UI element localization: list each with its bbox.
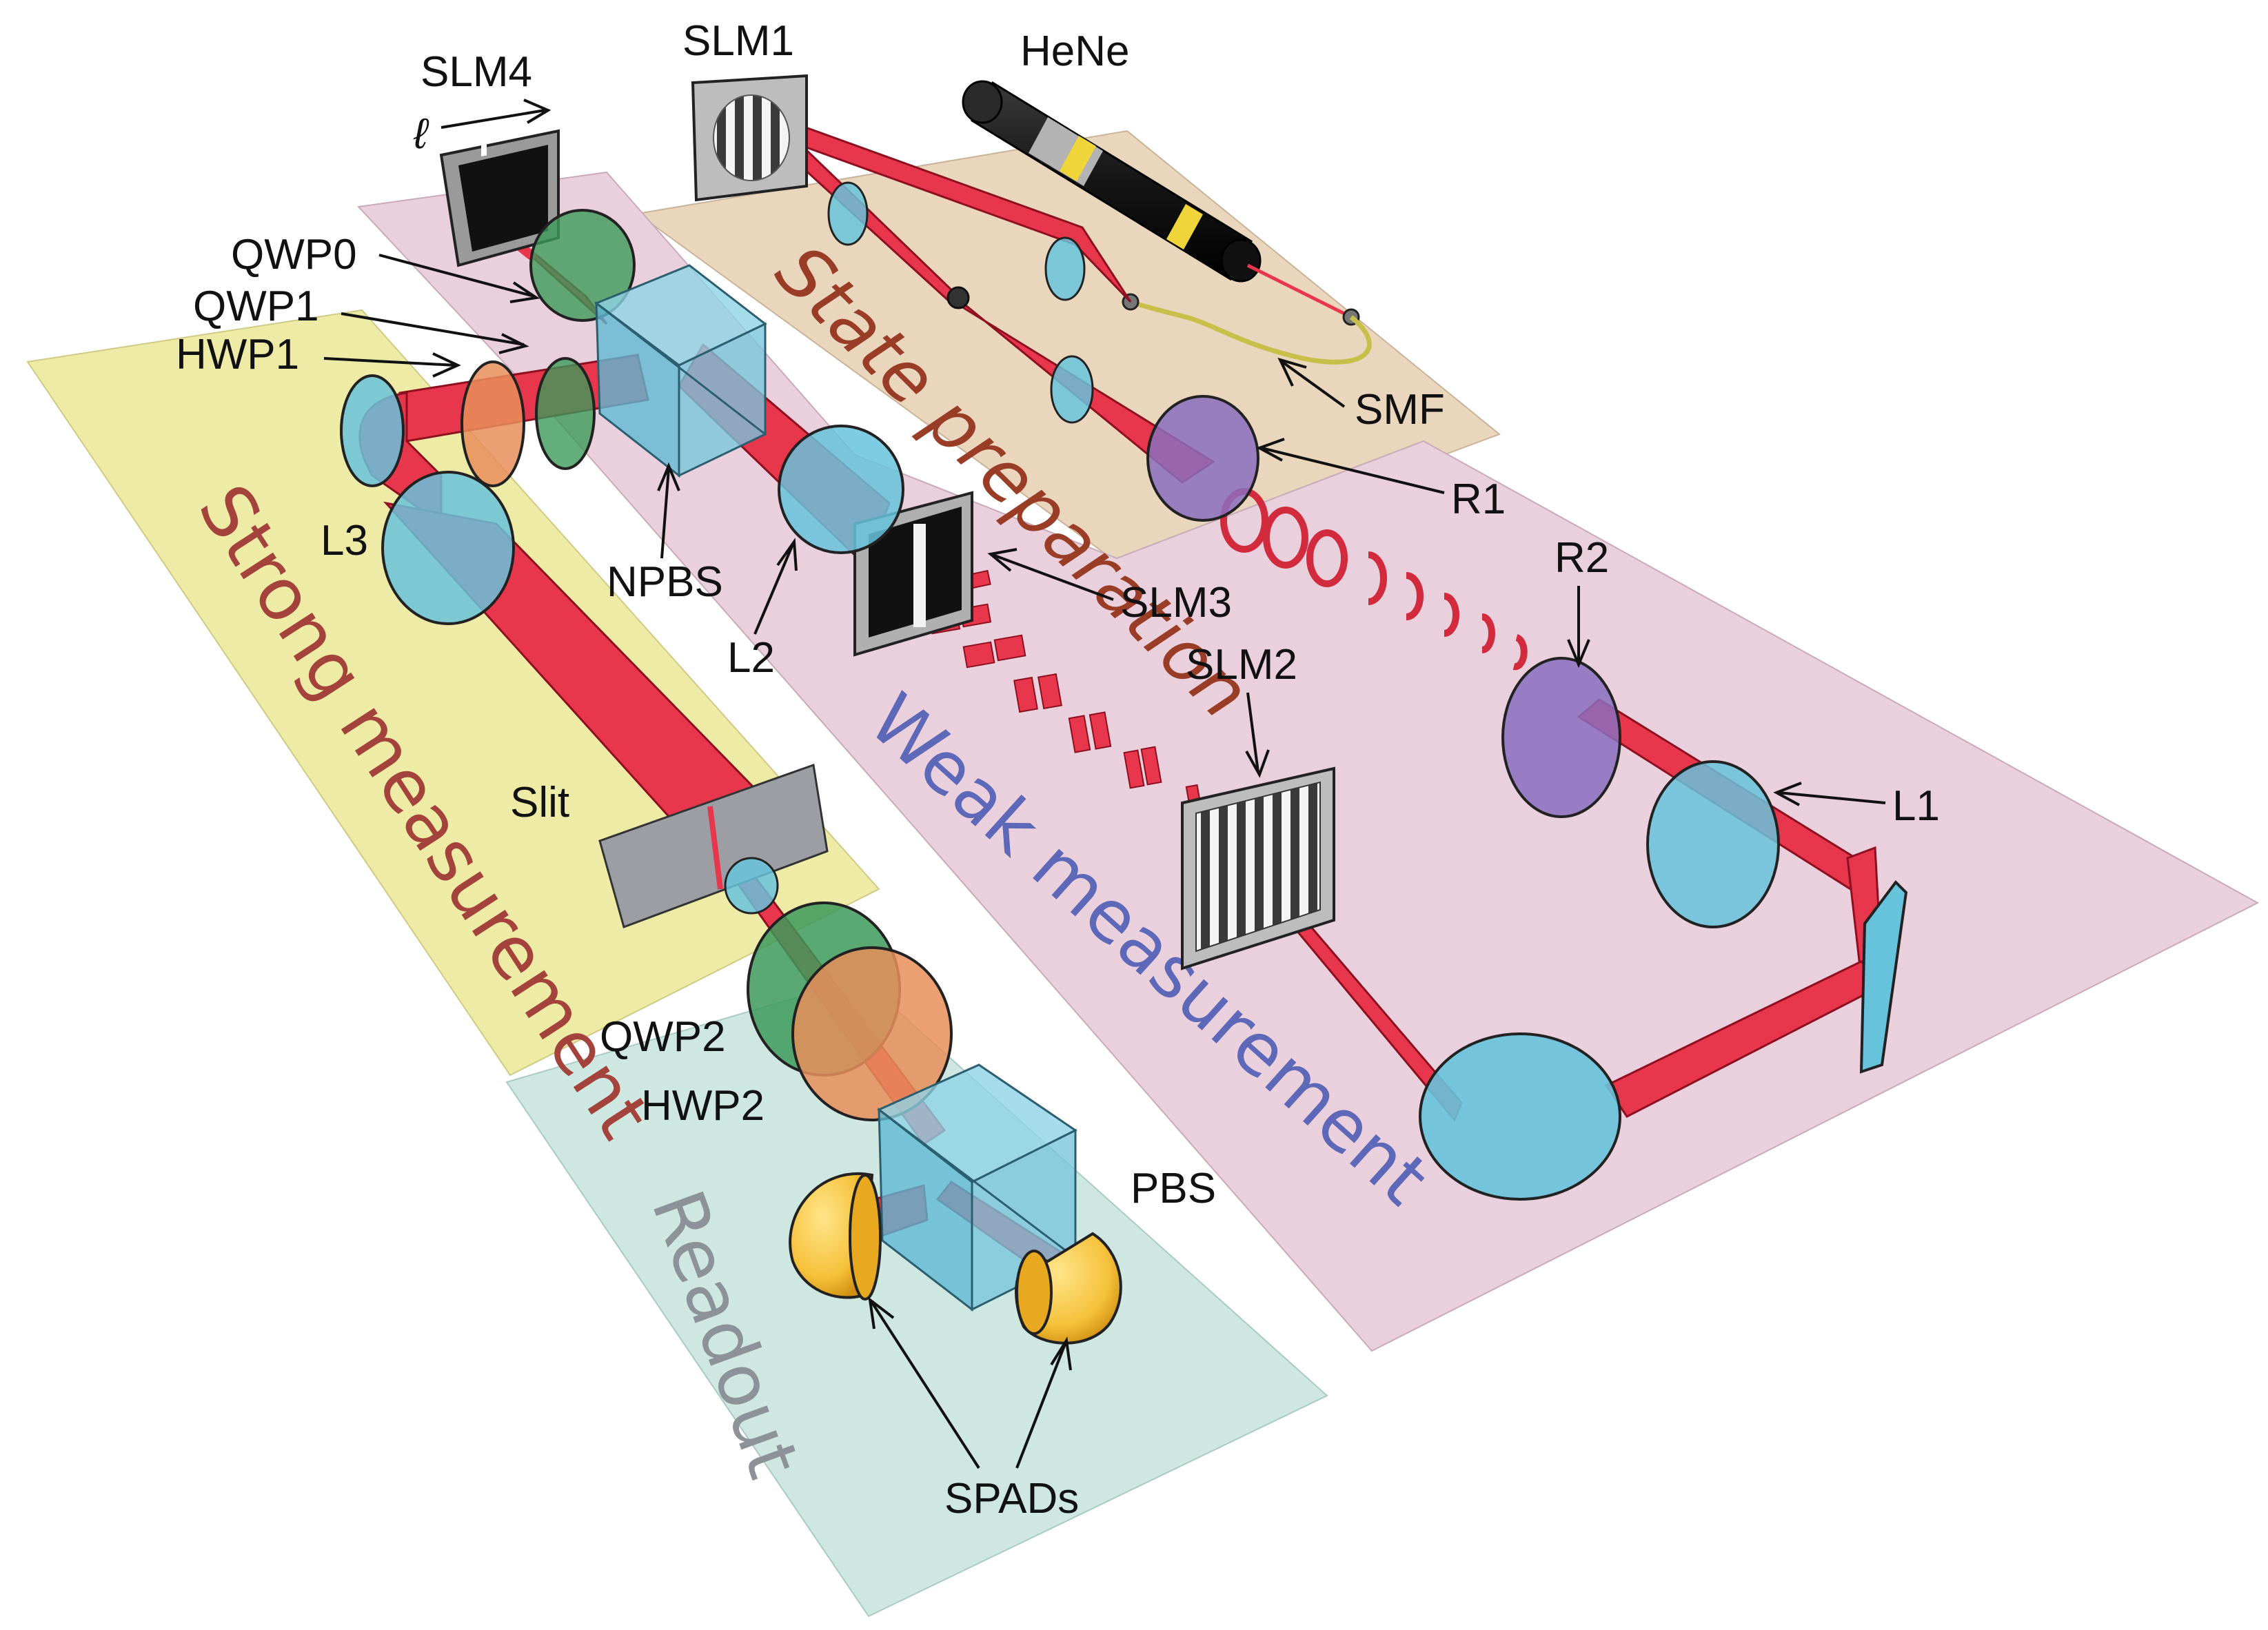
lens-weak-output — [1419, 1032, 1621, 1201]
arrow-slm2 — [1245, 692, 1270, 778]
label-slm4: SLM4 — [421, 48, 532, 96]
hwp1-plate — [460, 360, 525, 487]
arrow-r2 — [1567, 586, 1590, 669]
label-qwp2: QWP2 — [600, 1013, 726, 1061]
label-hwp2: HWP2 — [641, 1082, 765, 1130]
label-r2: R2 — [1555, 534, 1609, 582]
lens-l2 — [778, 425, 904, 554]
laser-output-beam — [1246, 263, 1353, 319]
label-qwp0: QWP0 — [231, 231, 357, 278]
arrow-npbs — [657, 462, 680, 559]
label-hene: HeNe — [1020, 28, 1130, 75]
label-qwp1: QWP1 — [193, 283, 319, 330]
label-npbs: NPBS — [607, 558, 723, 606]
arrow-smf — [1277, 357, 1346, 408]
arrow-l1 — [1773, 782, 1886, 806]
label-smf: SMF — [1355, 386, 1445, 434]
label-slit: Slit — [510, 779, 569, 826]
arrow-l2 — [753, 538, 798, 635]
arrow-qwp1 — [341, 312, 529, 354]
slm4 — [439, 83, 560, 267]
slm2 — [1181, 766, 1335, 970]
rotator-r2 — [1501, 657, 1621, 818]
qwp1-plate — [535, 357, 596, 470]
iris-slit-out — [724, 857, 779, 915]
lens-l1 — [1646, 760, 1780, 928]
lens-l3-bottom — [381, 471, 515, 625]
slm1 — [691, 74, 808, 202]
ell-arrow — [441, 99, 551, 129]
readout-region — [505, 977, 1328, 1618]
lens-slm1-b — [1044, 236, 1086, 301]
label-l2: L2 — [727, 634, 775, 682]
rotator-r1 — [1146, 395, 1259, 522]
label-slm3: SLM3 — [1120, 579, 1232, 626]
lens-slm1-a — [827, 181, 869, 246]
label-r1: R1 — [1451, 476, 1506, 523]
spad-detector-left — [789, 1172, 882, 1301]
label-ell: ℓ — [413, 110, 429, 158]
label-hwp1: HWP1 — [176, 331, 299, 378]
label-l1: L1 — [1892, 782, 1940, 830]
lens-l3-top — [340, 374, 405, 487]
arrow-hwp1 — [323, 352, 461, 378]
label-l3: L3 — [321, 517, 368, 564]
label-slm1: SLM1 — [682, 17, 794, 65]
hwp2-plate — [791, 946, 953, 1121]
arrow-r1 — [1256, 438, 1445, 494]
mirror — [1859, 879, 1908, 1074]
pinhole-aperture — [946, 286, 970, 309]
npbs-cube — [594, 264, 767, 478]
qwp0-plate — [529, 209, 636, 322]
lens-focus-c — [1050, 355, 1094, 424]
arrow-qwp0 — [378, 254, 540, 303]
arrow-spads-left — [868, 1296, 980, 1469]
hene-laser — [962, 80, 1262, 283]
spad-detector-right — [1015, 1232, 1122, 1345]
smf-fiber — [1129, 299, 1372, 365]
label-spads: SPADs — [944, 1475, 1079, 1522]
label-slm2: SLM2 — [1186, 641, 1297, 689]
arrow-spads-right — [1015, 1336, 1072, 1469]
label-pbs: PBS — [1131, 1165, 1216, 1212]
arrow-slm3 — [987, 548, 1114, 601]
